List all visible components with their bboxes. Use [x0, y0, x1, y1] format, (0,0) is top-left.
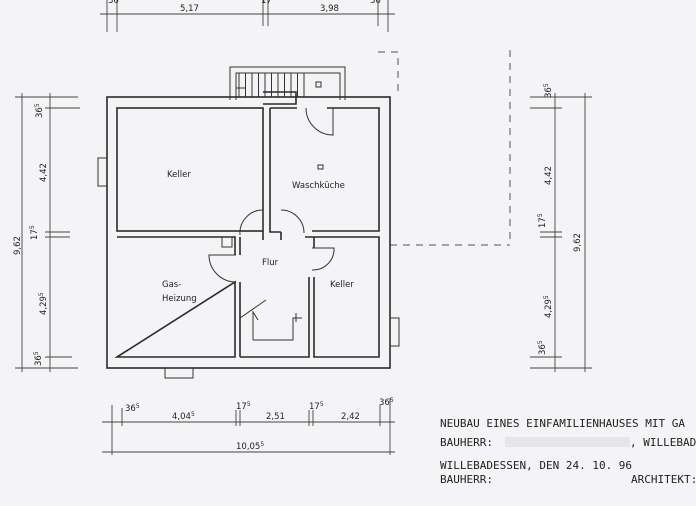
room-label-gas: Gas-: [162, 280, 181, 290]
svg-text:5,17: 5,17: [180, 4, 199, 14]
sign-architect: ARCHITEKT:: [631, 473, 696, 486]
svg-text:365: 365: [537, 340, 548, 355]
interior-stair: [239, 299, 302, 341]
svg-text:9,62: 9,62: [13, 236, 23, 255]
svg-text:4,045: 4,045: [172, 411, 195, 422]
svg-text:2,42: 2,42: [341, 412, 360, 422]
top-dimension-chain: 365 5,17 175 3,98 365: [100, 0, 395, 32]
title-block: NEUBAU EINES EINFAMILIENHAUSES MIT GA BA…: [440, 417, 696, 486]
owner-place: , WILLEBAD: [630, 436, 696, 449]
svg-text:10,055: 10,055: [236, 441, 264, 452]
svg-text:365: 365: [370, 0, 385, 6]
svg-text:365: 365: [125, 403, 140, 414]
room-label-waschkueche: Waschküche: [292, 181, 345, 191]
owner-label: BAUHERR:: [440, 436, 493, 449]
redacted-owner-name: [505, 437, 630, 447]
svg-text:4,295: 4,295: [543, 295, 554, 318]
svg-text:9,62: 9,62: [573, 233, 583, 252]
svg-text:3,98: 3,98: [320, 4, 339, 14]
svg-text:365: 365: [379, 397, 394, 408]
place-date: WILLEBADESSEN, DEN 24. 10. 96: [440, 459, 632, 472]
svg-text:4,42: 4,42: [544, 166, 554, 185]
svg-text:175: 175: [261, 0, 276, 6]
right-dimension-chain: 365 4,42 175 4,295 365 9,62: [530, 83, 592, 372]
garage-outline-dashed: [378, 50, 511, 246]
svg-text:365: 365: [34, 103, 45, 118]
svg-text:365: 365: [108, 0, 123, 6]
exterior-stair: [229, 66, 346, 100]
room-label-keller-2: Keller: [330, 280, 354, 290]
svg-text:365: 365: [543, 83, 554, 98]
room-label-flur: Flur: [262, 258, 279, 268]
svg-text:175: 175: [236, 401, 251, 412]
svg-text:175: 175: [29, 225, 40, 240]
project-title: NEUBAU EINES EINFAMILIENHAUSES MIT GA: [440, 417, 685, 430]
doors: [208, 107, 335, 283]
svg-text:4,295: 4,295: [38, 292, 49, 315]
left-dimension-chain: 365 4,42 175 4,295 365 9,62: [13, 93, 80, 372]
svg-text:175: 175: [537, 213, 548, 228]
walls: [106, 91, 391, 369]
drain-icon: [317, 164, 324, 170]
svg-text:2,51: 2,51: [266, 412, 285, 422]
sign-owner: BAUHERR:: [440, 473, 493, 486]
svg-text:175: 175: [309, 401, 324, 412]
room-label-heizung: Heizung: [162, 294, 197, 304]
svg-text:4,42: 4,42: [39, 163, 49, 182]
windows: [97, 157, 400, 379]
room-label-keller: Keller: [167, 170, 191, 180]
bottom-dimension-chain: 365 4,045 175 2,51 175 2,42 365 10,055: [102, 397, 395, 455]
svg-text:365: 365: [33, 351, 44, 366]
